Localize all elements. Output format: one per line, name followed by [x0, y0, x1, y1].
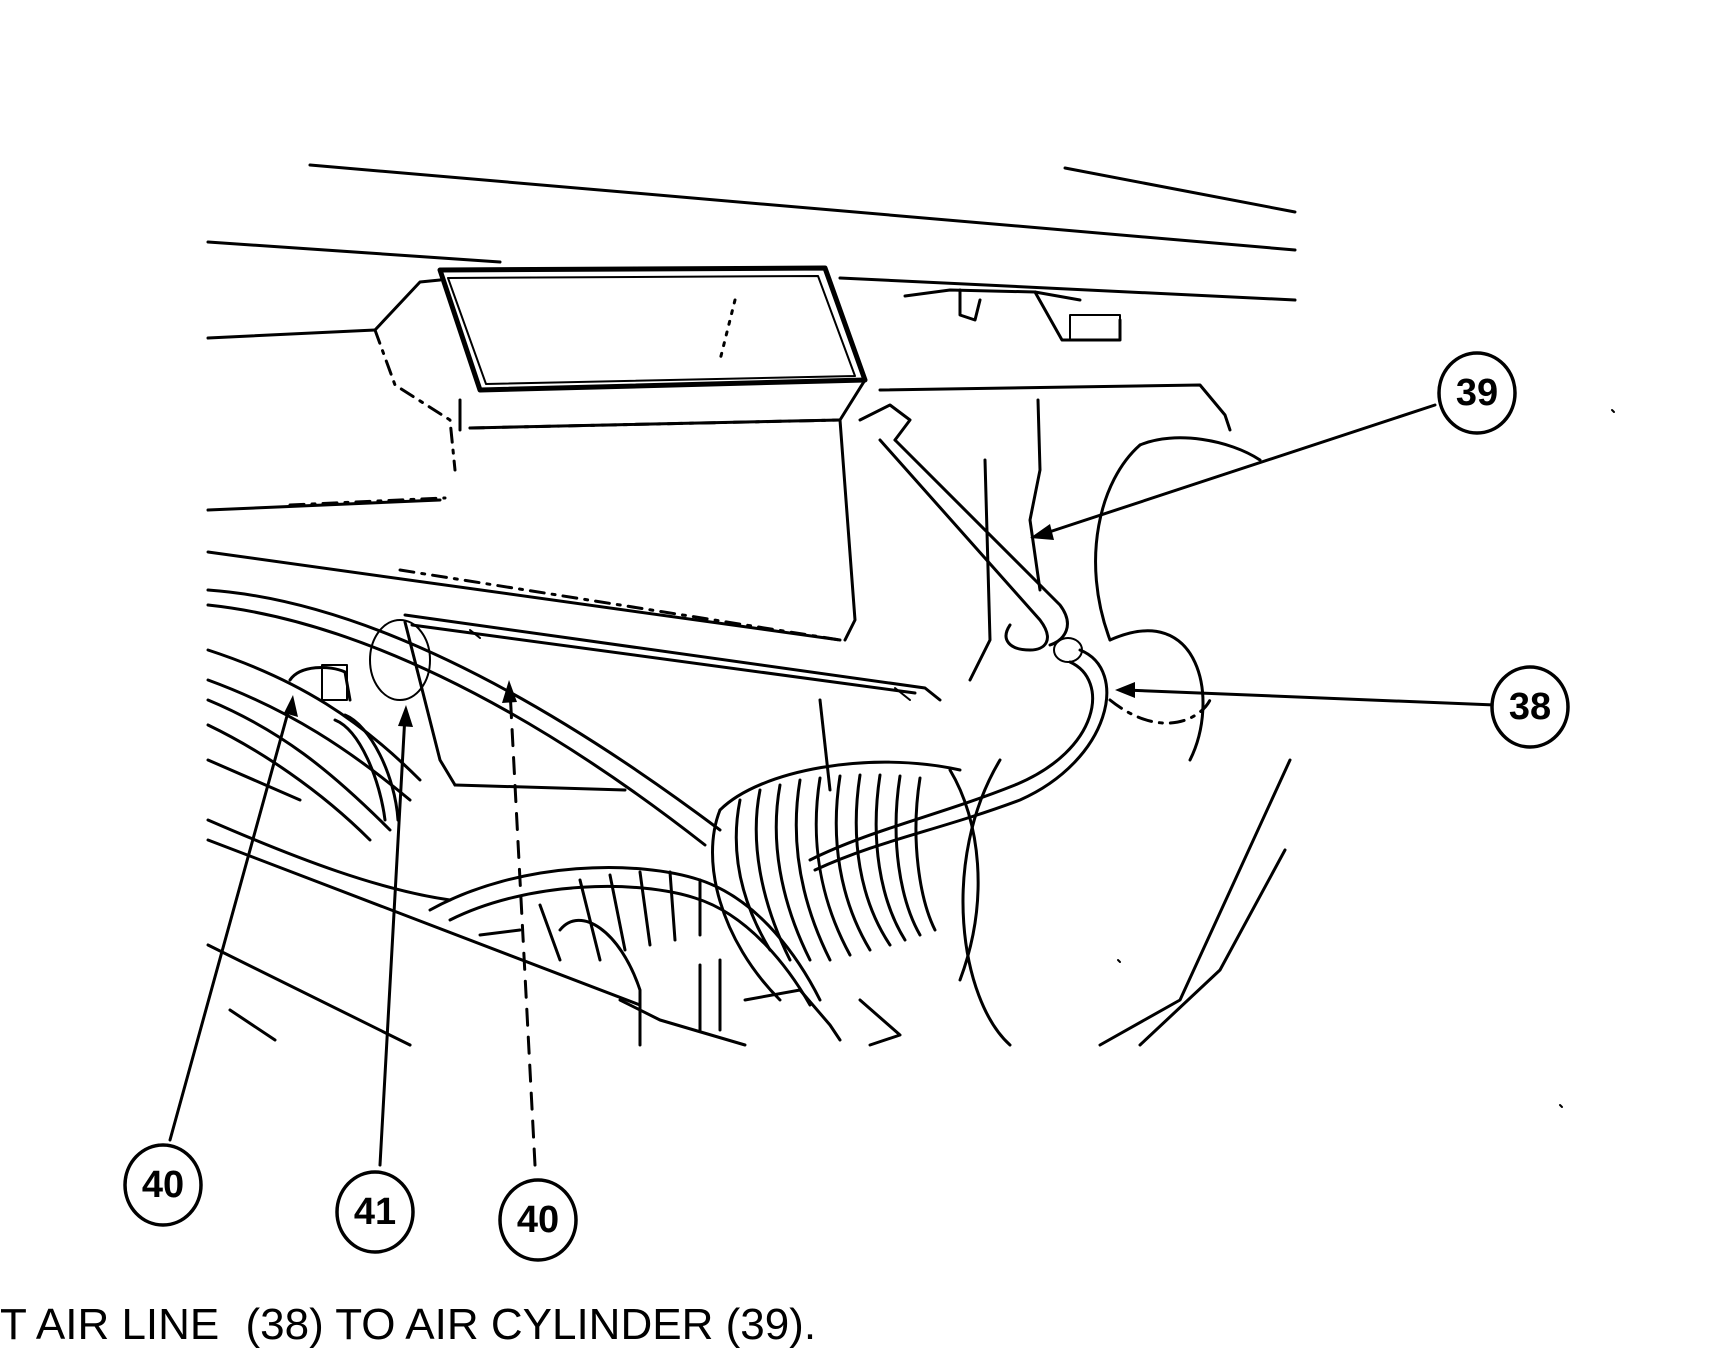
- right-housing: [878, 383, 1292, 1047]
- air-cleaner-box: [206, 265, 868, 642]
- hoses: [206, 588, 722, 1047]
- callout-39-label: 39: [1456, 372, 1498, 414]
- hood-edge-lines: [206, 163, 1297, 340]
- support-plate: [369, 613, 942, 792]
- hose-clamp: [288, 664, 400, 822]
- air-line: [808, 648, 1109, 872]
- mounting-bracket: [903, 288, 1122, 342]
- callout-40-right-label: 40: [517, 1199, 559, 1241]
- lower-duct: [428, 866, 902, 1047]
- callout-39: 39: [1437, 351, 1517, 435]
- caption-part-2: (38) TO AIR CYLINDER (39).: [245, 1300, 817, 1349]
- corrugated-duct: [711, 760, 980, 1002]
- callout-40-right: 40: [498, 1178, 578, 1262]
- instruction-caption: T AIR LINE (38) TO AIR CYLINDER (39).: [0, 1300, 816, 1350]
- leader-lines: [168, 403, 1497, 1167]
- callout-40-left-label: 40: [142, 1164, 184, 1206]
- caption-part-1: T AIR LINE: [0, 1300, 220, 1349]
- callout-41-label: 41: [354, 1191, 396, 1233]
- stray-marks: [1117, 409, 1615, 1108]
- callout-41: 41: [335, 1170, 415, 1254]
- callout-38: 38: [1490, 665, 1570, 749]
- callout-38-label: 38: [1509, 686, 1551, 728]
- callout-40-left: 40: [123, 1143, 203, 1227]
